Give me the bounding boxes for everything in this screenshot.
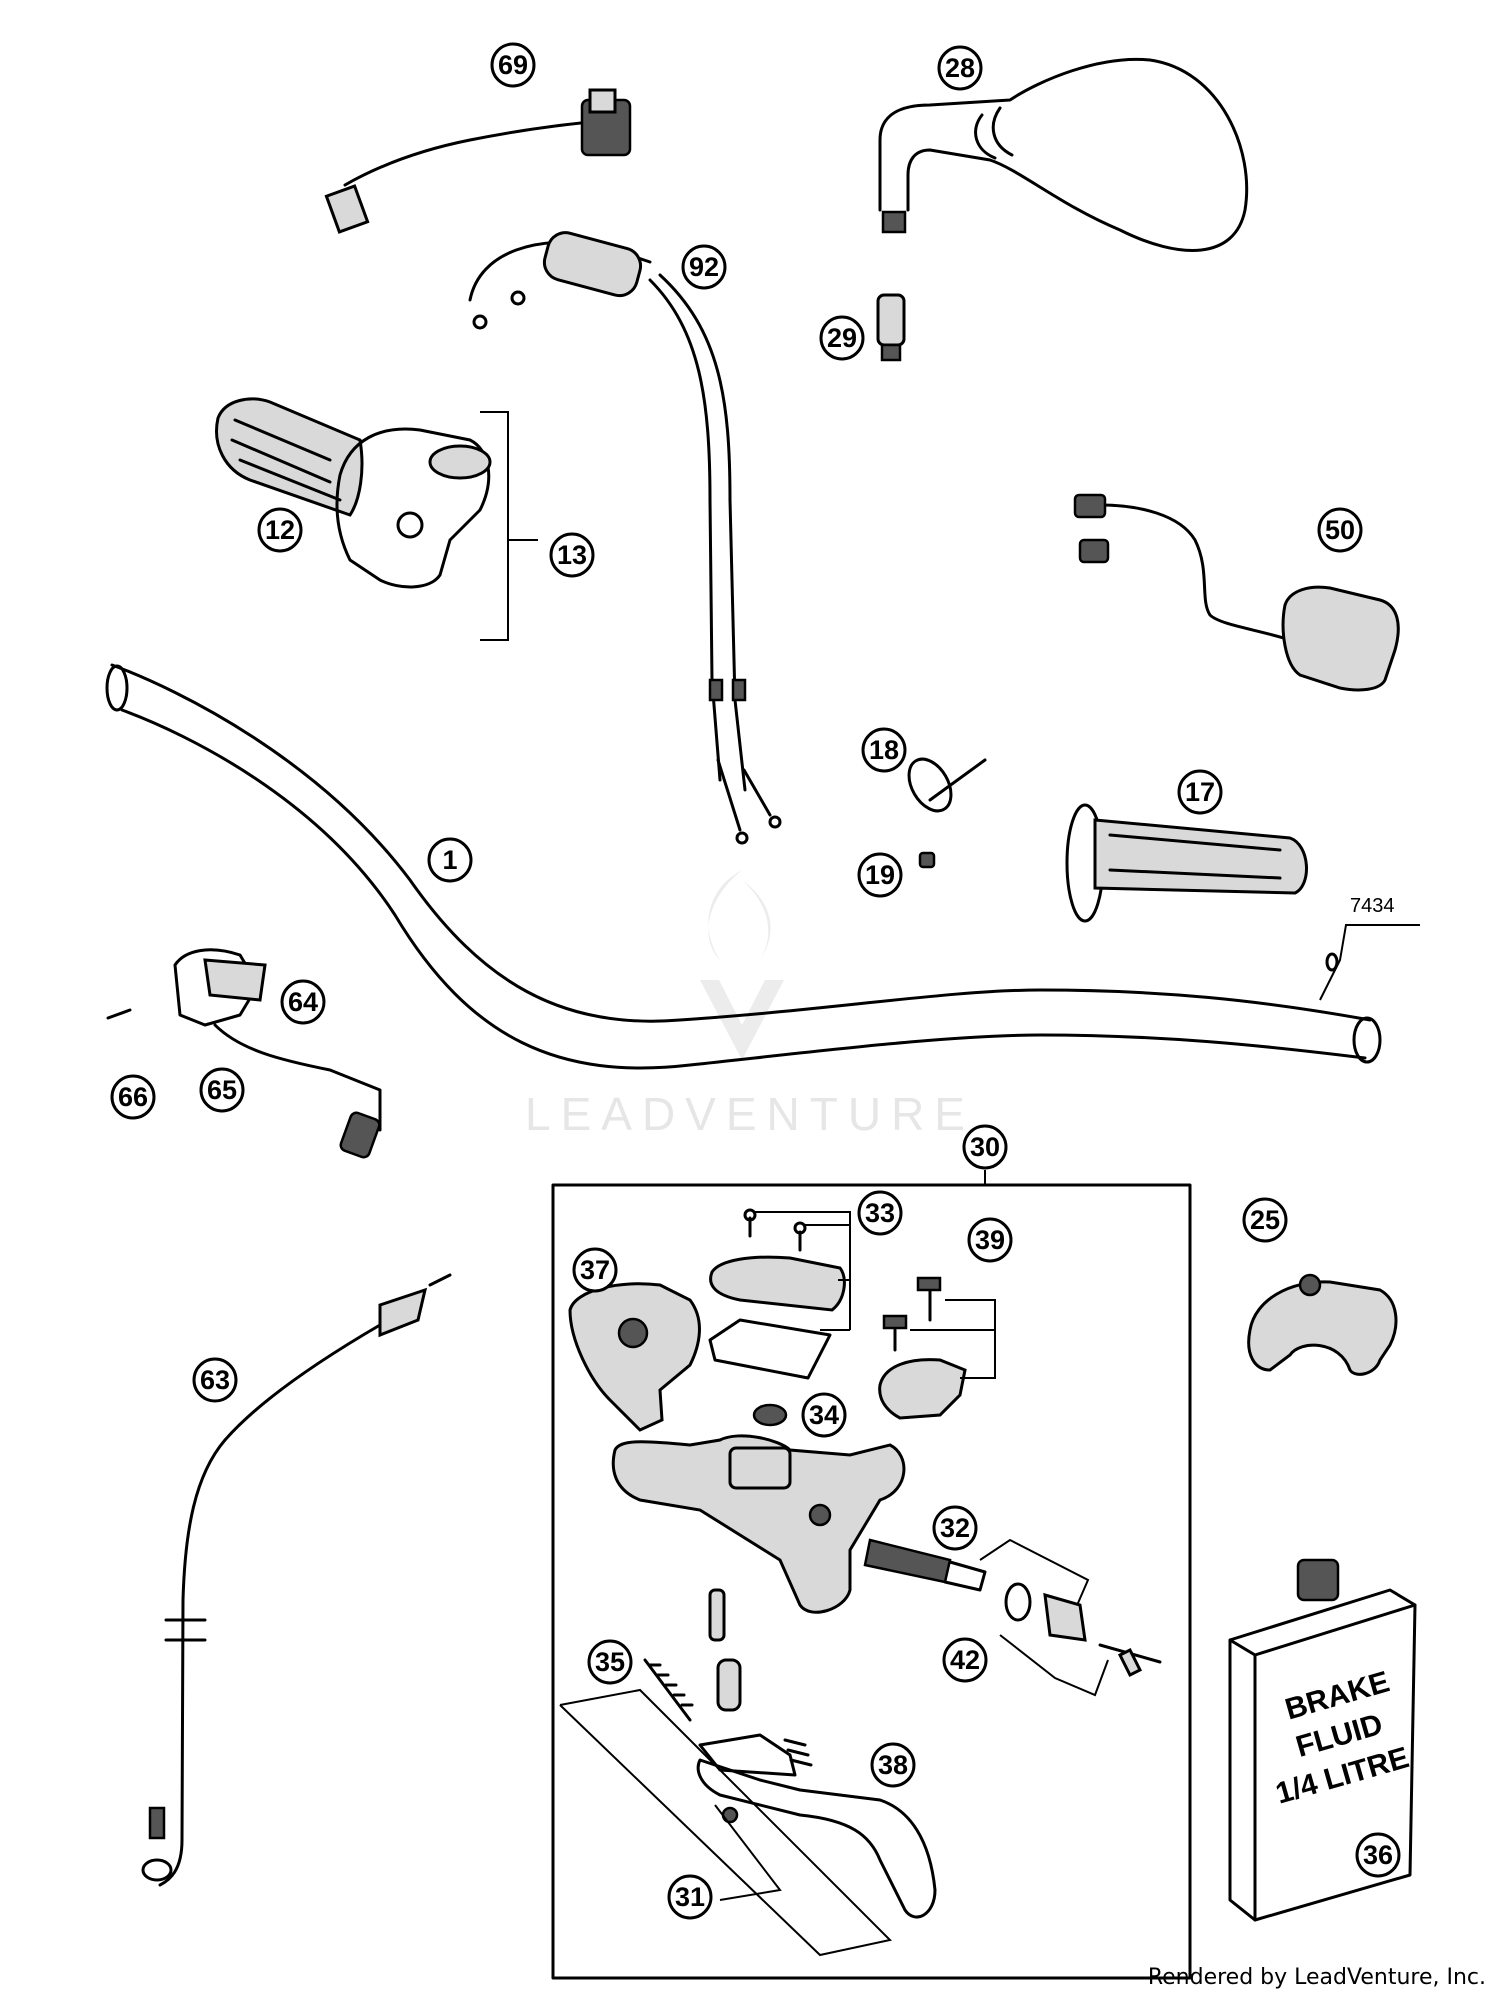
- leader-32: [979, 1538, 1090, 1611]
- callout-42[interactable]: 42: [942, 1637, 988, 1683]
- lever-pivot-set[interactable]: [698, 1588, 813, 1777]
- nut[interactable]: [918, 851, 936, 869]
- callout-36[interactable]: 36: [1355, 1832, 1401, 1878]
- callout-25-label: 25: [1250, 1205, 1280, 1235]
- piston-seal[interactable]: [1004, 1582, 1087, 1642]
- diaphragm[interactable]: [752, 1403, 788, 1427]
- callout-39[interactable]: 39: [967, 1217, 1013, 1263]
- callout-12-label: 12: [265, 515, 295, 545]
- callout-64[interactable]: 64: [280, 979, 326, 1025]
- callout-66[interactable]: 66: [110, 1074, 156, 1120]
- handlebar-left-end: [105, 664, 129, 712]
- hot-start-switch[interactable]: [106, 948, 382, 1159]
- push-rod[interactable]: [1098, 1643, 1162, 1678]
- callout-63-label: 63: [200, 1365, 230, 1395]
- callout-33-label: 33: [865, 1198, 895, 1228]
- brake-clamp[interactable]: [878, 1276, 967, 1420]
- callout-38-label: 38: [878, 1750, 908, 1780]
- callout-18[interactable]: 18: [861, 727, 907, 773]
- callout-17[interactable]: 17: [1177, 769, 1223, 815]
- handlebar-switch[interactable]: [1073, 493, 1400, 692]
- label-7434: 7434: [1350, 895, 1395, 917]
- callout-50-label: 50: [1325, 515, 1355, 545]
- clutch-cable[interactable]: [141, 1273, 452, 1887]
- cable-tie[interactable]: [900, 752, 959, 818]
- master-cylinder-cover-body[interactable]: [568, 1282, 701, 1432]
- callout-36-label: 36: [1363, 1840, 1393, 1870]
- callout-12[interactable]: 12: [257, 507, 303, 553]
- leader-13: [480, 411, 538, 641]
- handlebar-right-end: [1352, 1016, 1382, 1064]
- throttle-cables[interactable]: [468, 229, 782, 845]
- leader-7434: [1319, 924, 1420, 1001]
- callout-34-label: 34: [809, 1400, 839, 1430]
- callout-1[interactable]: 1: [427, 837, 473, 883]
- callout-35[interactable]: 35: [587, 1639, 633, 1685]
- watermark: LEADVENTURE: [525, 870, 975, 1140]
- callout-66-label: 66: [118, 1082, 148, 1112]
- callout-32[interactable]: 32: [932, 1505, 978, 1551]
- footer-credit: Rendered by LeadVenture, Inc.: [1147, 1965, 1486, 1990]
- callout-29[interactable]: 29: [819, 315, 865, 361]
- callout-32-label: 32: [940, 1513, 970, 1543]
- callout-34[interactable]: 34: [801, 1392, 847, 1438]
- callout-19[interactable]: 19: [857, 852, 903, 898]
- mirror-adaptor[interactable]: [876, 293, 906, 362]
- callout-37-label: 37: [580, 1255, 610, 1285]
- callout-13-label: 13: [557, 540, 587, 570]
- callout-92-label: 92: [689, 252, 719, 282]
- handlebar-plug[interactable]: [1325, 952, 1339, 972]
- callout-35-label: 35: [595, 1647, 625, 1677]
- leader-39: [910, 1299, 996, 1379]
- master-cylinder-body[interactable]: [611, 1434, 906, 1614]
- callout-31-label: 31: [675, 1882, 705, 1912]
- callout-39-label: 39: [975, 1225, 1005, 1255]
- callout-38[interactable]: 38: [870, 1742, 916, 1788]
- leader-31: [559, 1688, 893, 1957]
- throttle-housing[interactable]: [335, 427, 492, 589]
- callout-63[interactable]: 63: [192, 1357, 238, 1403]
- watermark-text: LEADVENTURE: [525, 1088, 975, 1140]
- left-grip[interactable]: [1065, 803, 1308, 923]
- callout-33[interactable]: 33: [857, 1190, 903, 1236]
- callout-65-label: 65: [207, 1075, 237, 1105]
- reservoir-cover[interactable]: [708, 1208, 846, 1380]
- callout-42-label: 42: [950, 1645, 980, 1675]
- callout-13[interactable]: 13: [549, 532, 595, 578]
- callout-28-label: 28: [945, 53, 975, 83]
- callout-69[interactable]: 69: [490, 42, 536, 88]
- callout-65[interactable]: 65: [199, 1067, 245, 1113]
- callout-29-label: 29: [827, 323, 857, 353]
- brake-piston[interactable]: [863, 1538, 987, 1592]
- lever-spring[interactable]: [643, 1658, 692, 1722]
- callout-25[interactable]: 25: [1242, 1197, 1288, 1243]
- callout-50[interactable]: 50: [1317, 507, 1363, 553]
- handlebar-clamp[interactable]: [1247, 1273, 1398, 1376]
- callout-92[interactable]: 92: [681, 244, 727, 290]
- callout-18-label: 18: [869, 735, 899, 765]
- callout-17-label: 17: [1185, 777, 1215, 807]
- callout-19-label: 19: [865, 860, 895, 890]
- callout-37[interactable]: 37: [572, 1247, 618, 1293]
- callout-1-label: 1: [442, 845, 457, 875]
- callout-30-label: 30: [970, 1132, 1000, 1162]
- callout-69-label: 69: [498, 50, 528, 80]
- cable-tie-tail: [928, 758, 987, 802]
- callout-31[interactable]: 31: [667, 1874, 713, 1920]
- callout-28[interactable]: 28: [937, 45, 983, 91]
- kill-switch-assembly[interactable]: [324, 88, 632, 234]
- callout-30[interactable]: 30: [962, 1124, 1008, 1170]
- callout-64-label: 64: [288, 987, 318, 1017]
- throttle-grip[interactable]: [215, 397, 364, 517]
- leader-42: [999, 1634, 1109, 1697]
- leader-33: [755, 1211, 851, 1331]
- brake-cylinder-group-box: [551, 1183, 1192, 1980]
- mirror[interactable]: [878, 57, 1249, 252]
- handlebar[interactable]: [110, 663, 1372, 1070]
